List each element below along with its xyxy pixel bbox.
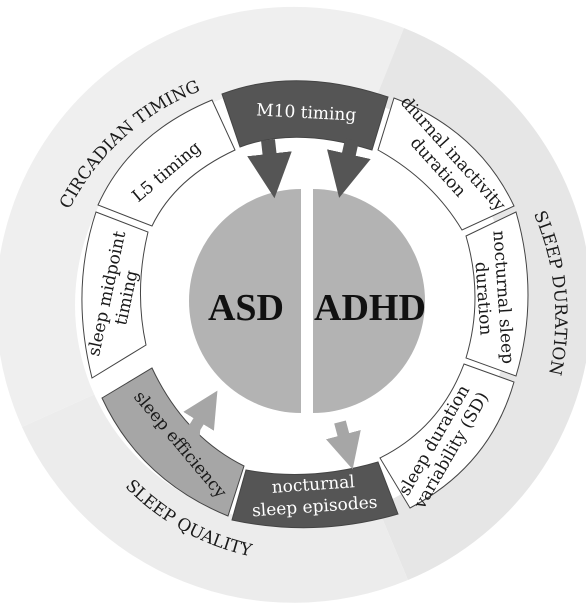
segment-diurnal (377, 97, 515, 231)
center-half-asd (189, 189, 301, 413)
arrows (167, 138, 371, 470)
center-half-adhd (313, 189, 425, 413)
segment-variability (379, 363, 515, 509)
arrow-adhd-to-episodes (325, 420, 361, 470)
center-circle: ASD ADHD (189, 186, 426, 416)
label-adhd: ADHD (314, 287, 426, 329)
segment-m10-timing (221, 80, 389, 151)
arrow-m10-to-asd (247, 139, 292, 199)
label-asd: ASD (208, 287, 284, 329)
arrow-m10-to-adhd (326, 138, 371, 198)
arrow-efficiency-asd (167, 390, 218, 457)
segment-nocturnal-duration (465, 211, 529, 377)
segment-sleep-midpoint (81, 211, 149, 379)
segment-l5-timing (97, 99, 236, 227)
segment-nocturnal-episodes (231, 461, 399, 529)
